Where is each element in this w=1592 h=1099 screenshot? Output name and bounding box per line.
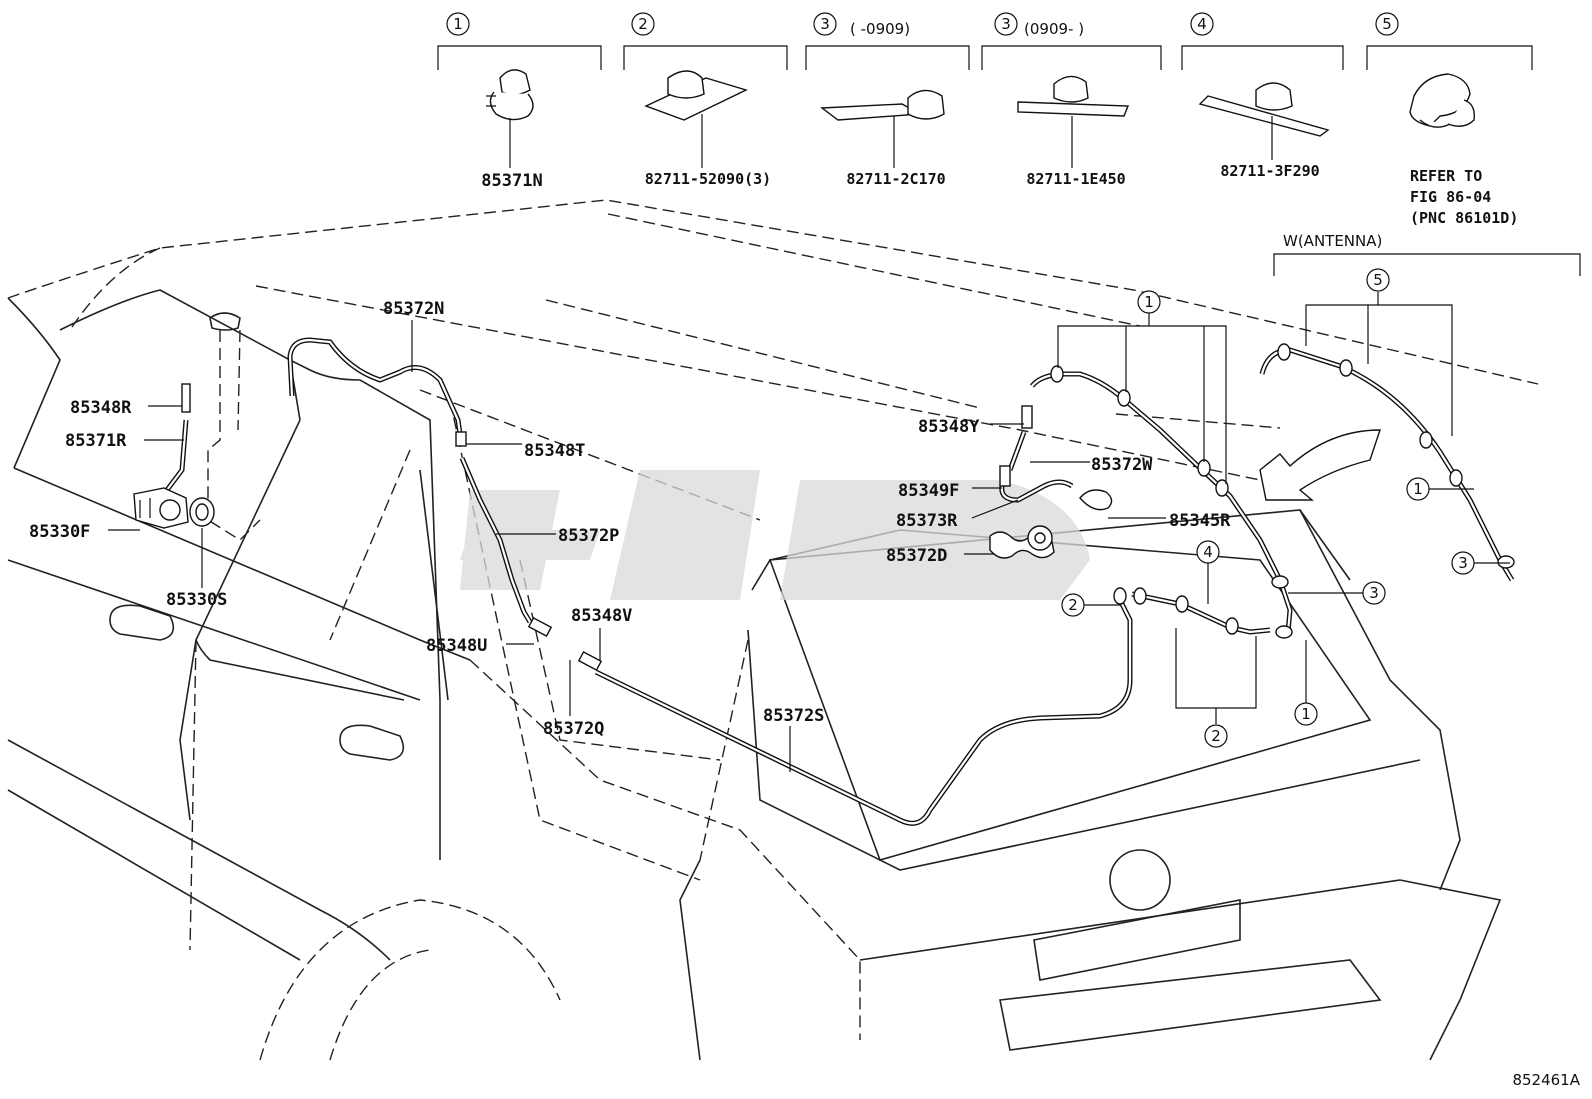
header-part-number: 82711-3F290 xyxy=(1220,162,1319,180)
roof-callouts: 1 2 4 3 1 2 xyxy=(1057,290,1386,748)
clip-icon xyxy=(644,70,748,121)
direction-arrow-icon xyxy=(1259,429,1381,501)
callout-number: 3 xyxy=(1001,15,1011,33)
callout-number: 5 xyxy=(1373,271,1383,289)
joint-85348V xyxy=(577,650,603,672)
label-85372P: 85372P xyxy=(558,526,619,546)
header-item-3b: 3 (0909- ) 82711-1E450 xyxy=(994,12,1130,188)
antenna-group-title: W(ANTENNA) xyxy=(1283,232,1382,250)
diagram-code: 852461A xyxy=(1512,1071,1580,1089)
label-85372Q: 85372Q xyxy=(543,719,604,739)
header-date-qualifier: (0909- ) xyxy=(1024,20,1084,38)
header-refer-pnc: (PNC 86101D) xyxy=(1410,209,1518,227)
label-85348T: 85348T xyxy=(524,441,585,461)
label-85373R: 85373R xyxy=(896,511,958,531)
part-labels: 85372N 85348R 85371R 85330F 85330S 85348… xyxy=(29,299,1231,772)
joint-85348U xyxy=(527,616,553,638)
hose-clamps xyxy=(1050,343,1515,639)
callout-circle-4 xyxy=(1190,12,1214,36)
header-parts-strip: 1 85371N 2 82711-52090(3) 3 ( xyxy=(437,12,1533,227)
header-refer-text: REFER TO xyxy=(1410,167,1482,185)
callout-number: 2 xyxy=(1211,727,1221,745)
grommet-85330S xyxy=(189,497,215,527)
label-85371R: 85371R xyxy=(65,431,127,451)
small-parts xyxy=(133,343,1515,672)
header-part-number: 82711-2C170 xyxy=(846,170,945,188)
callout-number: 2 xyxy=(638,15,648,33)
label-85349F: 85349F xyxy=(898,481,959,501)
washer-pump-85330F xyxy=(133,487,189,529)
label-85372N: 85372N xyxy=(383,299,444,319)
label-85330S: 85330S xyxy=(166,590,227,610)
callout-circle-1 xyxy=(446,12,470,36)
header-item-1: 1 85371N xyxy=(446,12,543,191)
label-85348U: 85348U xyxy=(426,636,487,656)
joint-85348Y xyxy=(1021,405,1033,429)
clip-icon xyxy=(1198,82,1330,137)
vehicle-outline xyxy=(7,199,1539,1061)
label-85345R: 85345R xyxy=(1169,511,1231,531)
hose-85372D xyxy=(989,525,1055,559)
callout-number: 1 xyxy=(1301,705,1311,723)
label-85348V: 85348V xyxy=(571,606,632,626)
header-refer-fig: FIG 86-04 xyxy=(1410,188,1491,206)
clip-icon xyxy=(1409,73,1475,128)
callout-number: 4 xyxy=(1203,543,1213,561)
clip-icon xyxy=(820,89,945,121)
header-item-3a: 3 ( -0909) 82711-2C170 xyxy=(813,12,946,188)
joint-85348R xyxy=(181,383,191,413)
label-85372D: 85372D xyxy=(886,546,947,566)
label-85330F: 85330F xyxy=(29,522,90,542)
antenna-group: W(ANTENNA) 5 1 3 xyxy=(1273,232,1581,575)
callout-number: 2 xyxy=(1068,596,1078,614)
callout-circle-2 xyxy=(631,12,655,36)
header-item-5: 5 REFER TO FIG 86-04 (PNC 86101D) xyxy=(1375,12,1518,227)
nozzle-85345R xyxy=(1079,489,1113,511)
callout-circle-5 xyxy=(1375,12,1399,36)
header-item-2: 2 82711-52090(3) xyxy=(631,12,771,188)
callout-number: 1 xyxy=(453,15,463,33)
callout-number: 4 xyxy=(1197,15,1207,33)
label-85372W: 85372W xyxy=(1091,455,1153,475)
header-date-qualifier: ( -0909) xyxy=(850,20,910,38)
header-part-number: 85371N xyxy=(481,171,542,191)
clip-icon xyxy=(486,69,534,121)
header-item-4: 4 82711-3F290 xyxy=(1190,12,1330,180)
callout-circle-3 xyxy=(994,12,1018,36)
watermark-logo xyxy=(460,470,1090,600)
label-85348Y: 85348Y xyxy=(918,417,980,437)
label-85372S: 85372S xyxy=(763,706,824,726)
callout-number: 5 xyxy=(1382,15,1392,33)
label-85348R: 85348R xyxy=(70,398,132,418)
callout-number: 3 xyxy=(1458,554,1468,572)
joint-85349F xyxy=(999,465,1011,487)
clip-icon xyxy=(1017,75,1130,117)
header-part-number: 82711-52090(3) xyxy=(645,170,771,188)
callout-number: 1 xyxy=(1144,293,1154,311)
header-part-number: 82711-1E450 xyxy=(1026,170,1125,188)
callout-number: 3 xyxy=(1369,584,1379,602)
callout-circle-3 xyxy=(813,12,837,36)
callout-number: 1 xyxy=(1413,480,1423,498)
callout-number: 3 xyxy=(820,15,830,33)
joint-85348T xyxy=(455,431,467,447)
